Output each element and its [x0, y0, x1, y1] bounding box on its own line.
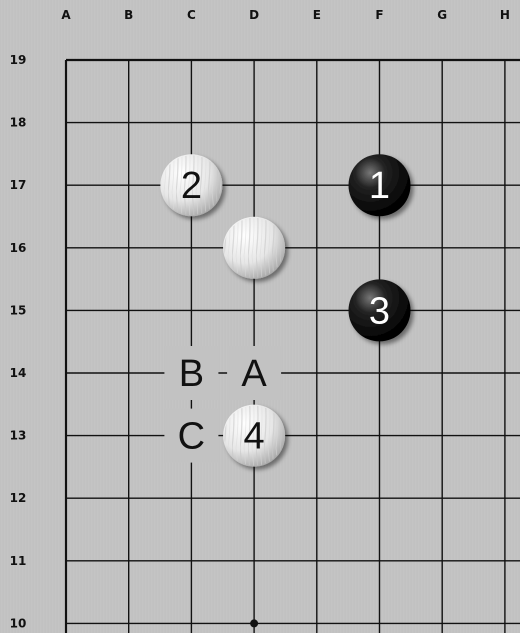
row-label-13: 13 — [10, 429, 27, 443]
stone-number: 3 — [369, 290, 390, 332]
row-label-19: 19 — [10, 53, 27, 67]
column-label-A: A — [61, 8, 71, 22]
column-label-H: H — [500, 8, 510, 22]
black-stone[interactable]: 3 — [349, 279, 411, 341]
column-label-F: F — [375, 8, 383, 22]
black-stone[interactable]: 1 — [349, 154, 411, 216]
row-label-15: 15 — [10, 303, 27, 317]
mark-C[interactable]: C — [178, 416, 205, 458]
row-label-17: 17 — [10, 178, 27, 192]
row-label-18: 18 — [10, 116, 27, 130]
mark-B[interactable]: B — [179, 353, 204, 395]
row-label-16: 16 — [10, 241, 27, 255]
white-stone[interactable]: 4 — [223, 405, 285, 467]
mark-A[interactable]: A — [241, 353, 267, 395]
row-label-11: 11 — [10, 554, 27, 568]
stone-grain — [224, 218, 284, 278]
white-stone[interactable] — [223, 217, 285, 279]
column-label-B: B — [124, 8, 133, 22]
row-label-12: 12 — [10, 491, 27, 505]
grid-lines — [66, 60, 520, 633]
stone-number: 1 — [369, 165, 390, 207]
hoshi-point — [250, 619, 258, 627]
white-stone[interactable]: 2 — [160, 154, 222, 216]
column-label-C: C — [187, 8, 196, 22]
row-label-10: 10 — [10, 616, 27, 630]
column-label-G: G — [437, 8, 447, 22]
stone-number: 2 — [181, 165, 202, 207]
column-label-D: D — [249, 8, 259, 22]
column-label-E: E — [313, 8, 321, 22]
row-label-14: 14 — [10, 366, 27, 380]
stone-number: 4 — [244, 416, 265, 458]
